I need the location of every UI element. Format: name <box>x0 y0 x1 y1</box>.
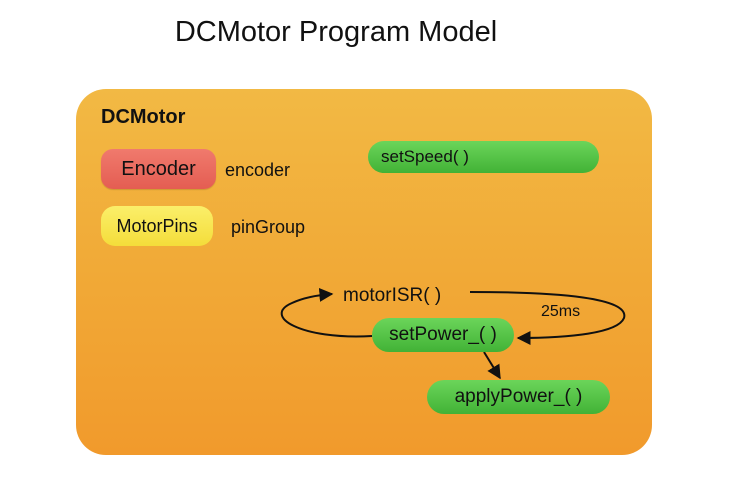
apply-power-arrow <box>483 351 501 380</box>
timer-arrow <box>469 291 626 345</box>
motorpins-type-box: MotorPins <box>101 206 213 246</box>
class-name: DCMotor <box>101 106 186 128</box>
apply-power-method: applyPower_( ) <box>427 380 610 414</box>
encoder-type-box: Encoder <box>101 149 216 189</box>
set-power-method: setPower_( ) <box>372 318 514 352</box>
encoder-member-label: encoder <box>225 160 291 180</box>
set-speed-method: setSpeed( ) <box>368 141 599 173</box>
diagram-title: DCMotor Program Model <box>174 16 498 48</box>
motor-isr-label: motorISR( ) <box>343 285 442 306</box>
pingroup-member-label: pinGroup <box>231 217 306 237</box>
interval-label: 25ms <box>541 303 581 320</box>
isr-loop-arrow <box>280 287 373 338</box>
